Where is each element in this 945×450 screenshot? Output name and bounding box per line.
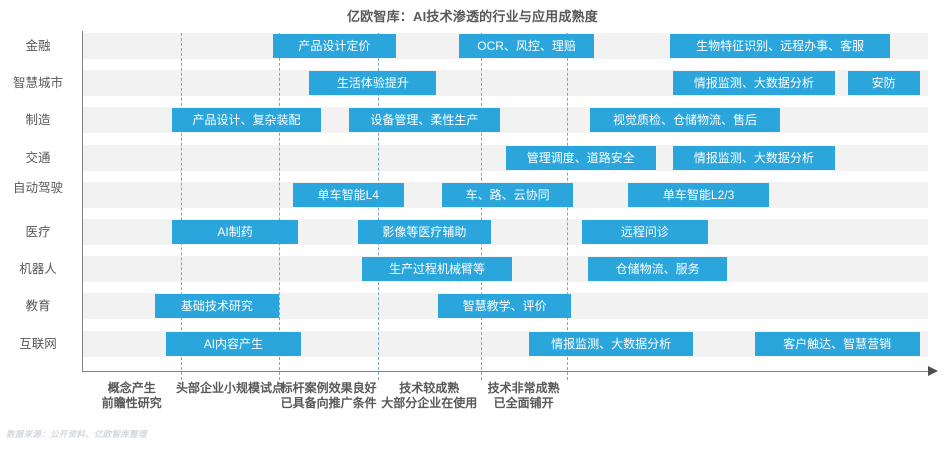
bar-segment[interactable]: 车、路、云协同: [442, 182, 574, 207]
x-stage-line2: 大部分企业在使用: [381, 396, 478, 410]
row-label-line: 教育: [25, 299, 51, 314]
bar-segment[interactable]: 客户触达、智慧营销: [754, 331, 920, 356]
x-stage-line1: 头部企业小规模试点: [176, 381, 285, 395]
row-label-医疗: 医疗: [0, 225, 76, 239]
bar-segment[interactable]: 影像等医疗辅助: [357, 220, 492, 244]
bar-segment[interactable]: 仓储物流、服务: [588, 257, 727, 282]
row-label-交通: 交通: [0, 151, 76, 165]
x-stage-line1: 技术较成熟: [399, 381, 460, 395]
bar-segment[interactable]: 情报监测、大数据分析: [529, 331, 694, 356]
bar-segment[interactable]: 单车智能L2/3: [628, 182, 770, 207]
row-label-智慧城市: 智慧城市: [0, 76, 76, 90]
bar-segment[interactable]: 情报监测、大数据分析: [672, 145, 836, 170]
x-stage-line1: 标杆案例效果良好: [280, 381, 377, 395]
x-axis-arrow-icon: [928, 366, 938, 376]
row-label-line: 智慧城市: [12, 76, 63, 91]
row-label-line: 交通: [25, 150, 51, 165]
bar-segment[interactable]: 产品设计、复杂装配: [171, 108, 322, 133]
x-stage-label-3: 标杆案例效果良好已具备向推广条件: [234, 381, 424, 411]
x-stage-line2: 已全面铺开: [493, 396, 554, 410]
bar-segment[interactable]: 基础技术研究: [154, 294, 280, 319]
row-label-互联网: 互联网: [0, 337, 76, 351]
row-label-line: 机器人: [19, 262, 57, 277]
bar-segment[interactable]: 情报监测、大数据分析: [672, 71, 836, 96]
row-label-line: 金融: [25, 39, 51, 53]
x-axis-line: [82, 371, 930, 372]
x-stage-line1: 技术非常成熟: [487, 381, 560, 395]
bar-segment[interactable]: 生活体验提升: [309, 71, 437, 96]
row-label-机器人: 机器人: [0, 262, 76, 276]
x-stage-label-5: 技术非常成熟已全面铺开: [429, 381, 619, 411]
x-stage-line1: 概念产生: [107, 381, 156, 395]
bar-segment[interactable]: 管理调度、道路安全: [505, 145, 656, 170]
bar-segment[interactable]: 视觉质检、仓储物流、售后: [590, 108, 781, 133]
bar-segment[interactable]: AI内容产生: [165, 331, 301, 356]
row-label-自动驾驶: 自动驾驶: [0, 181, 76, 195]
row-label-line: 制造: [25, 113, 51, 128]
bar-segment[interactable]: 单车智能L4: [292, 182, 405, 207]
bar-segment[interactable]: 产品设计定价: [273, 34, 396, 58]
row-label-金融: 金融: [0, 39, 76, 53]
bar-segment[interactable]: 智慧教学、评价: [437, 294, 572, 319]
page-title: 亿欧智库：AI技术渗透的行业与应用成熟度: [346, 9, 598, 24]
x-stage-label-4: 技术较成熟大部分企业在使用: [334, 381, 524, 411]
row-label-line: 自动: [12, 180, 38, 195]
row-label-制造: 制造: [0, 113, 76, 127]
x-stage-line2: 前瞻性研究: [101, 396, 162, 410]
bar-segment[interactable]: 安防: [847, 71, 920, 96]
x-stage-label-2: 头部企业小规模试点: [135, 381, 325, 396]
gridline-1: [180, 33, 182, 380]
x-stage-line2: 已具备向推广条件: [280, 396, 377, 410]
row-label-教育: 教育: [0, 299, 76, 313]
source-note: 数据来源：公开资料、亿欧智库整理: [6, 429, 147, 439]
row-label-line: 互联网: [19, 336, 57, 351]
bar-segment[interactable]: OCR、风控、理赔: [459, 34, 595, 58]
bar-segment[interactable]: 远程问诊: [581, 220, 709, 244]
bar-segment[interactable]: 生产过程机械臂等: [361, 257, 513, 282]
bar-segment[interactable]: 生物特征识别、远程办事、客服: [670, 34, 890, 58]
x-stage-label-1: 概念产生前瞻性研究: [37, 381, 227, 411]
bar-segment[interactable]: AI制药: [171, 220, 299, 244]
y-axis-line: [82, 31, 83, 372]
row-label-line: 驾驶: [38, 180, 64, 195]
gridline-2: [279, 33, 281, 380]
row-label-line: 医疗: [25, 225, 51, 239]
bar-segment[interactable]: 设备管理、柔性生产: [349, 108, 500, 133]
